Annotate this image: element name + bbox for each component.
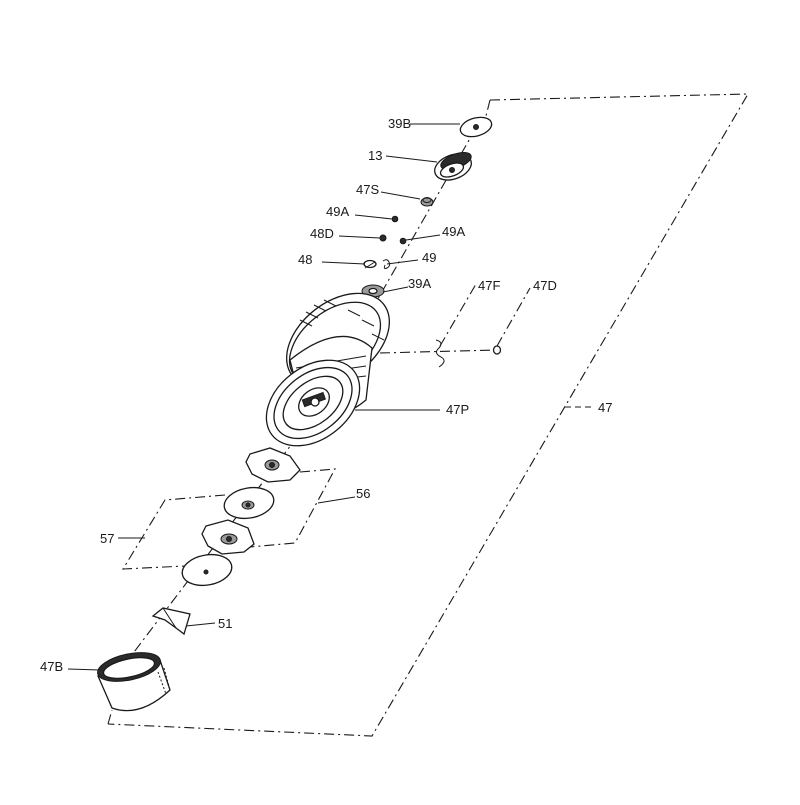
label-57: 57 — [100, 531, 114, 546]
leader-lines — [67, 123, 595, 671]
label-49A-left: 49A — [326, 204, 349, 219]
part-49A-pin-left — [391, 215, 399, 223]
part-47P-spool — [265, 292, 390, 447]
label-47: 47 — [598, 400, 612, 415]
part-13-gear — [434, 151, 472, 181]
label-13: 13 — [368, 148, 382, 163]
label-47P: 47P — [446, 402, 469, 417]
label-49: 49 — [422, 250, 436, 265]
label-48: 48 — [298, 252, 312, 267]
part-47B-cap — [97, 652, 171, 712]
part-57-disc-lower — [181, 553, 233, 587]
spool-skirt-slots — [299, 299, 385, 341]
label-47B: 47B — [40, 659, 63, 674]
part-57-disc-upper — [223, 486, 275, 520]
part-49-spring-clip — [382, 259, 391, 270]
part-51-clip — [151, 607, 191, 636]
label-47S: 47S — [356, 182, 379, 197]
part-47S-spring — [420, 197, 434, 207]
label-48D: 48D — [310, 226, 334, 241]
part-labels: 39B 13 47S 49A 48D 49A 48 49 39A 47F 47D… — [40, 116, 612, 674]
label-39A: 39A — [408, 276, 431, 291]
part-48D-pin — [379, 234, 387, 242]
part-49A-pin-right — [399, 237, 407, 245]
assembly-47-boundary — [107, 93, 749, 737]
label-47D: 47D — [533, 278, 557, 293]
label-51: 51 — [218, 616, 232, 631]
label-47F: 47F — [478, 278, 500, 293]
label-56: 56 — [356, 486, 370, 501]
part-39B-washer — [459, 116, 493, 138]
part-48-screw — [363, 259, 377, 269]
part-47F-spring — [435, 339, 445, 368]
part-56-star-washer-upper — [245, 447, 301, 483]
part-56-star-washer-lower — [201, 519, 255, 555]
label-39B: 39B — [388, 116, 411, 131]
group-57-box — [121, 494, 226, 570]
part-47D-ring — [492, 345, 502, 355]
group-56-box — [249, 468, 336, 548]
label-49A-right: 49A — [442, 224, 465, 239]
